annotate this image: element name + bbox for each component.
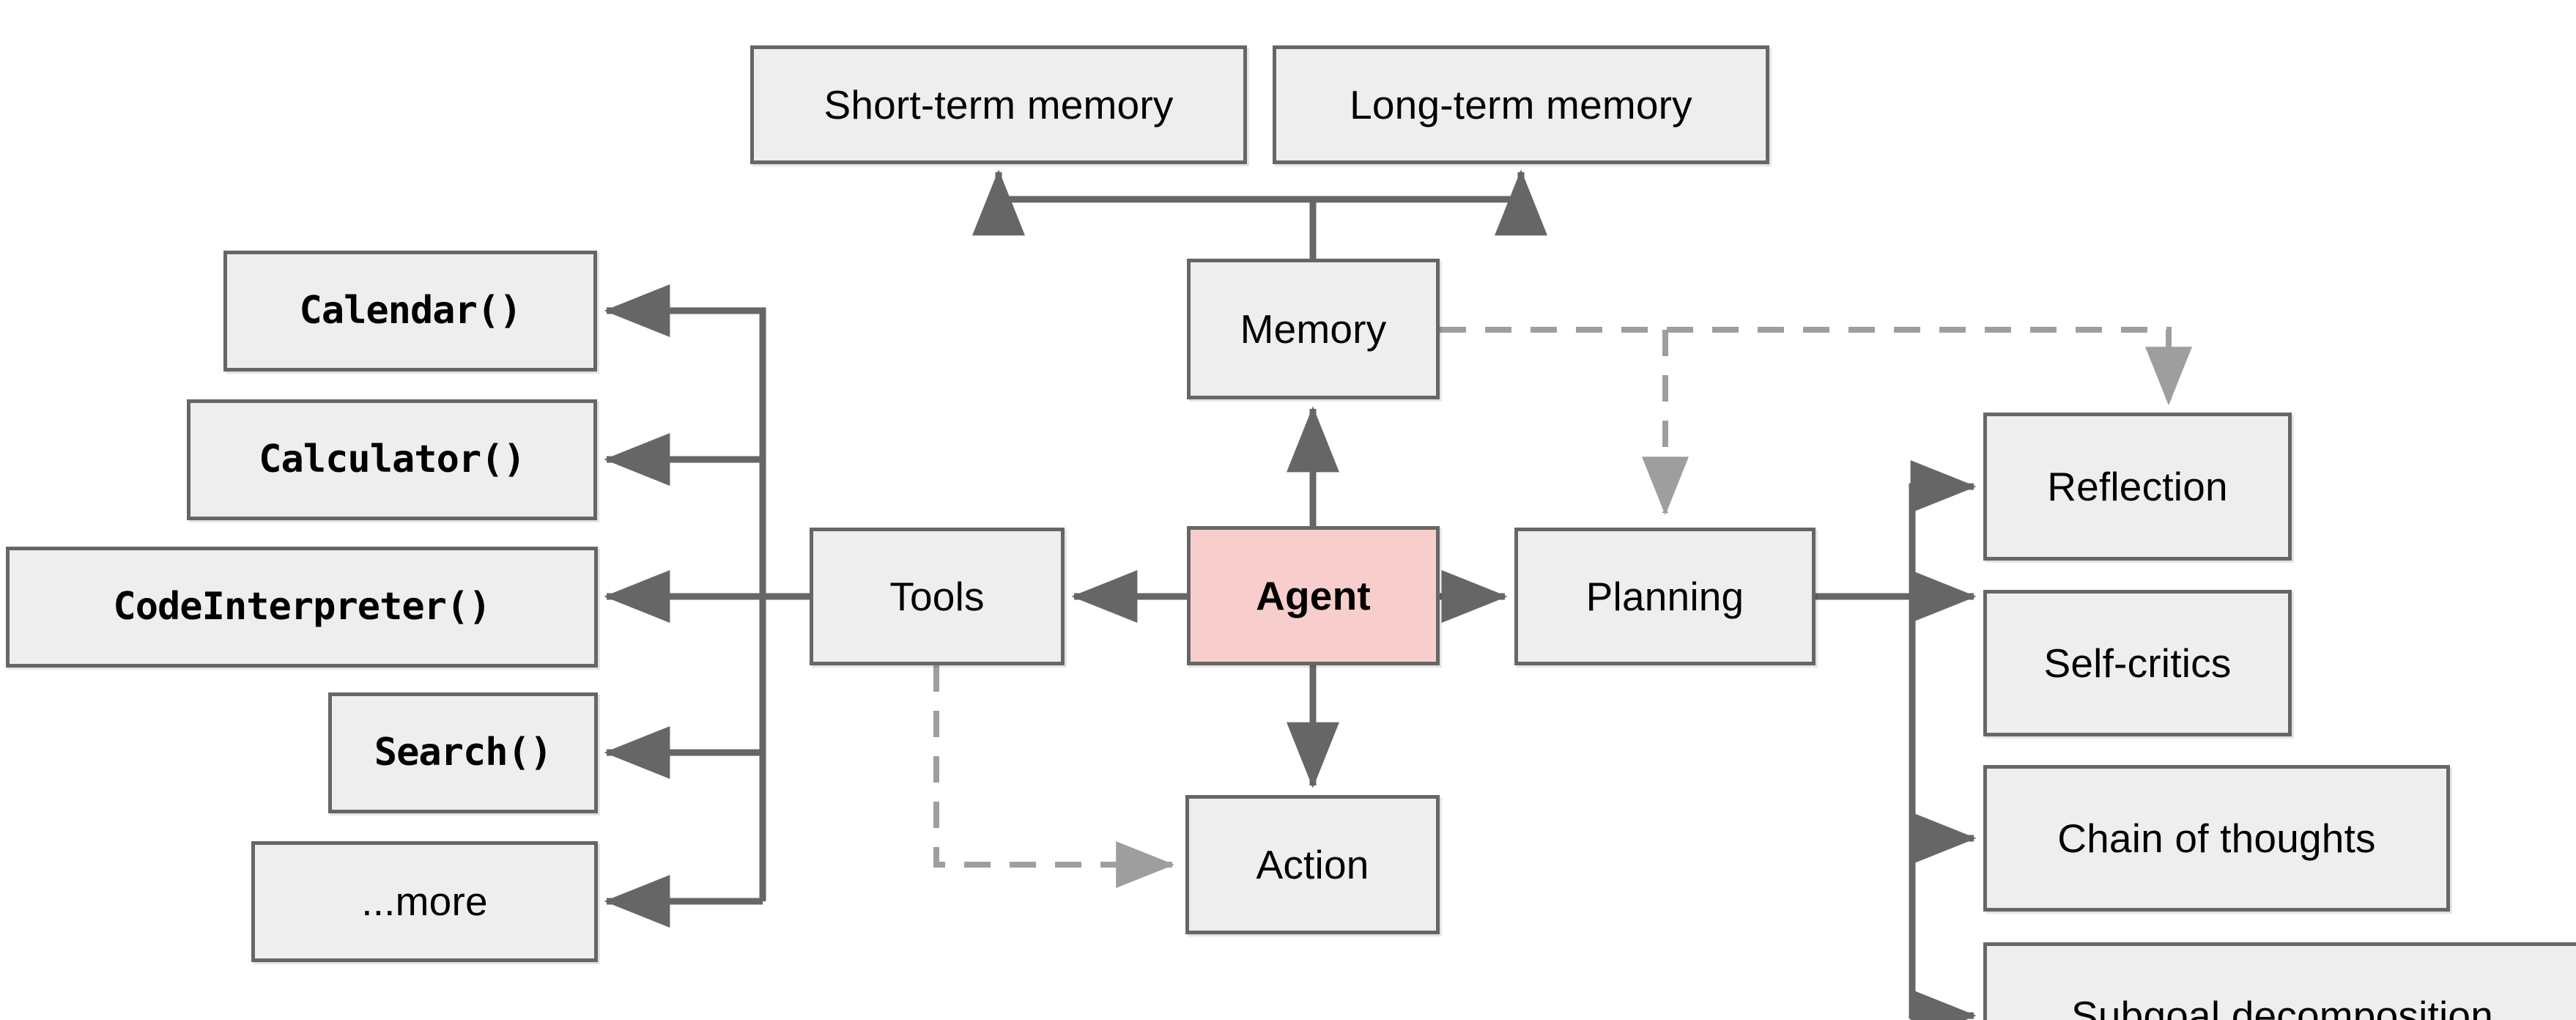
- node-label: Memory: [1240, 306, 1387, 352]
- node-label: Action: [1256, 841, 1369, 887]
- node-label: Calculator(): [259, 437, 526, 481]
- edge-planning-bus-to-reflection: [1909, 460, 1977, 596]
- node-label: Agent: [1256, 572, 1371, 618]
- node-tool-search[interactable]: Search(): [328, 692, 598, 813]
- node-tool-calendar[interactable]: Calendar(): [223, 251, 597, 372]
- node-action[interactable]: Action: [1185, 795, 1440, 934]
- node-label: Self-critics: [2043, 640, 2232, 686]
- edge-planning-bus-to-subgoal: [1909, 596, 1977, 1020]
- edge-tools-bus-to-calendar: [604, 284, 766, 596]
- node-label: Tools: [889, 573, 985, 619]
- edge-memory-to-short-term-memory: [972, 169, 1317, 259]
- node-label: Reflection: [2047, 463, 2228, 509]
- node-short-term-memory[interactable]: Short-term memory: [750, 45, 1247, 164]
- edge-tools-to-action-dashed: [933, 665, 1175, 888]
- node-self-critics[interactable]: Self-critics: [1983, 590, 2292, 736]
- node-tool-code-interpreter[interactable]: CodeInterpreter(): [6, 547, 598, 668]
- node-reflection[interactable]: Reflection: [1983, 413, 2292, 561]
- node-tools[interactable]: Tools: [810, 528, 1065, 665]
- node-tool-more[interactable]: ...more: [251, 841, 598, 962]
- node-subgoal-decomposition[interactable]: Subgoal decomposition: [1983, 942, 2576, 1020]
- node-tool-calculator[interactable]: Calculator(): [187, 399, 597, 520]
- node-memory[interactable]: Memory: [1187, 259, 1440, 399]
- node-long-term-memory[interactable]: Long-term memory: [1273, 45, 1769, 164]
- node-label: ...more: [361, 879, 488, 925]
- node-planning[interactable]: Planning: [1514, 528, 1816, 665]
- node-label: CodeInterpreter(): [113, 584, 491, 629]
- node-agent[interactable]: Agent: [1187, 526, 1440, 665]
- node-label: Chain of thoughts: [2057, 815, 2376, 861]
- node-chain-of-thoughts[interactable]: Chain of thoughts: [1983, 765, 2450, 912]
- edge-planning-bus-to-chain-of-thoughts: [1909, 596, 1977, 865]
- edge-memory-to-reflection-dashed: [1440, 327, 2192, 406]
- node-label: Long-term memory: [1350, 81, 1692, 128]
- node-label: Short-term memory: [823, 81, 1174, 128]
- node-label: Calendar(): [299, 288, 522, 333]
- node-label: Subgoal decomposition: [2071, 992, 2493, 1020]
- node-label: Planning: [1585, 573, 1744, 619]
- edge-memory-to-long-term-memory: [1309, 169, 1547, 259]
- node-label: Search(): [374, 730, 552, 775]
